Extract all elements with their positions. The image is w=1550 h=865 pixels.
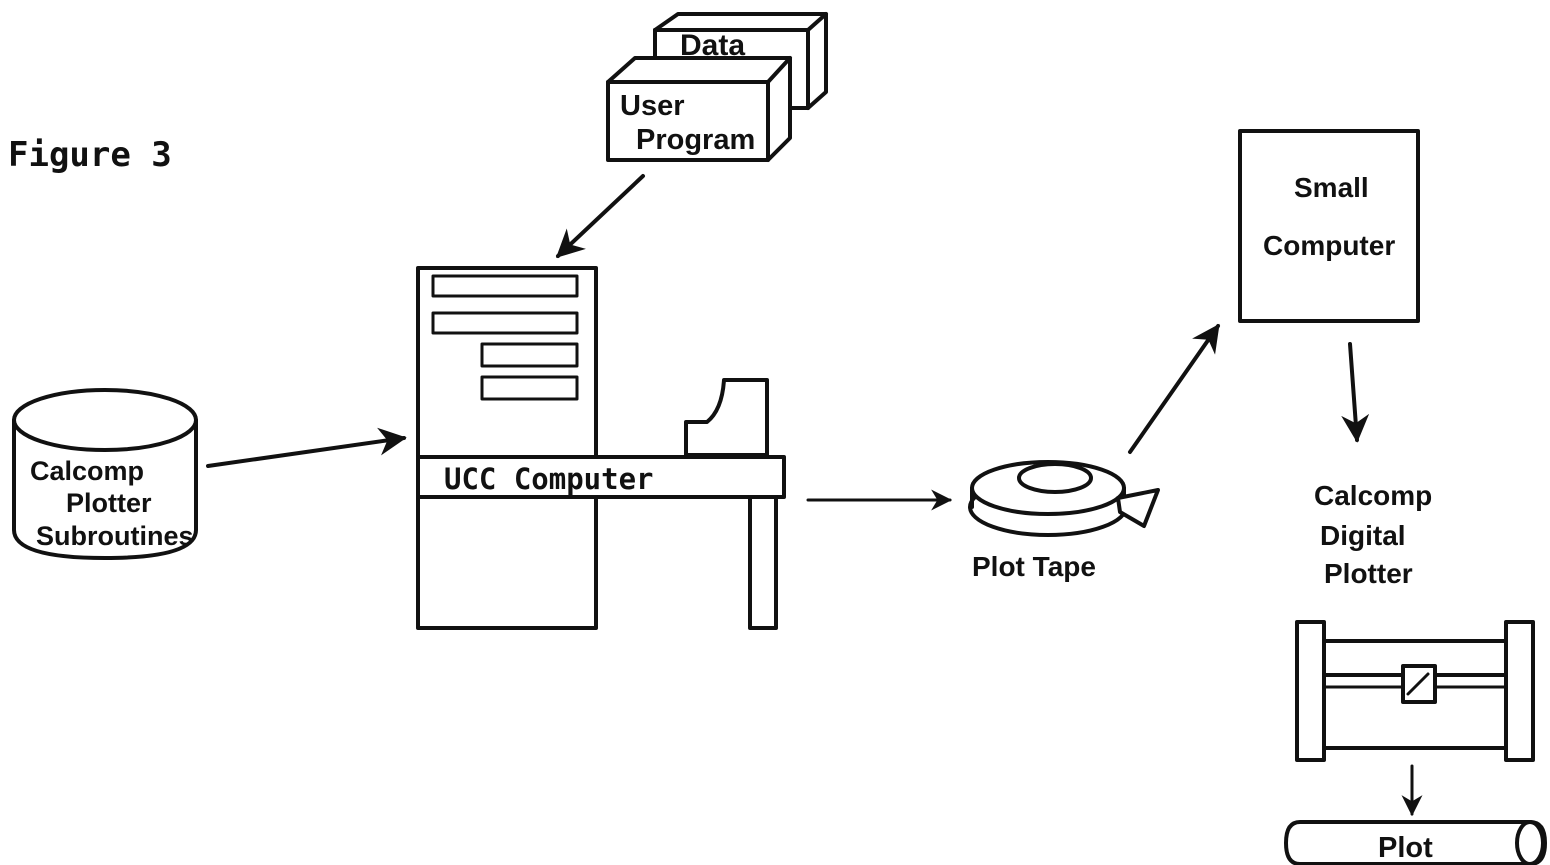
plot-tape-reel: Plot Tape (968, 460, 1160, 582)
small-computer-label-2: Computer (1263, 230, 1395, 261)
computer-panel-2 (431, 311, 579, 335)
plot-label: Plot (1378, 832, 1433, 864)
computer-panel-4 (480, 375, 579, 401)
digital-plotter (1295, 620, 1535, 762)
user-program-label-1: User (620, 90, 685, 122)
plotter-pen-carriage (1401, 664, 1437, 704)
subroutines-label-2: Plotter (66, 488, 152, 518)
subroutines-disk: Calcomp Plotter Subroutines (12, 388, 198, 560)
ucc-computer: UCC Computer (416, 266, 786, 630)
subroutines-label-3: Subroutines (36, 521, 194, 551)
arrow-small-computer-to-plotter (1341, 342, 1370, 443)
digital-plotter-label-2: Digital (1320, 520, 1406, 551)
tape-tail (1116, 488, 1160, 528)
digital-plotter-label-3: Plotter (1324, 558, 1413, 589)
plotter-right-post (1504, 620, 1535, 762)
plotter-pen (1406, 672, 1430, 696)
digital-plotter-label-1: Calcomp (1314, 480, 1432, 511)
plot-tape-label: Plot Tape (972, 551, 1096, 582)
computer-panel-1 (431, 274, 579, 298)
arrow-tape-to-small-computer (1128, 323, 1220, 454)
computer-desk-band (416, 455, 786, 499)
ucc-computer-label: UCC Computer (444, 462, 654, 496)
arrow-program-to-computer (555, 174, 645, 258)
arrow-subroutines-to-computer (206, 427, 407, 468)
figure-caption: Figure 3 (8, 135, 172, 175)
small-computer: Small Computer (1238, 129, 1420, 323)
plot-roll: Plot (1284, 820, 1547, 865)
tape-unit (684, 378, 769, 457)
user-program-deck: User Program (606, 56, 792, 162)
computer-desk-leg (748, 495, 778, 630)
user-program-label-2: Program (636, 124, 755, 156)
small-computer-label-1: Small (1294, 172, 1369, 203)
subroutines-label-1: Calcomp (30, 456, 144, 486)
plotter-left-post (1295, 620, 1326, 762)
computer-panel-3 (480, 342, 579, 368)
